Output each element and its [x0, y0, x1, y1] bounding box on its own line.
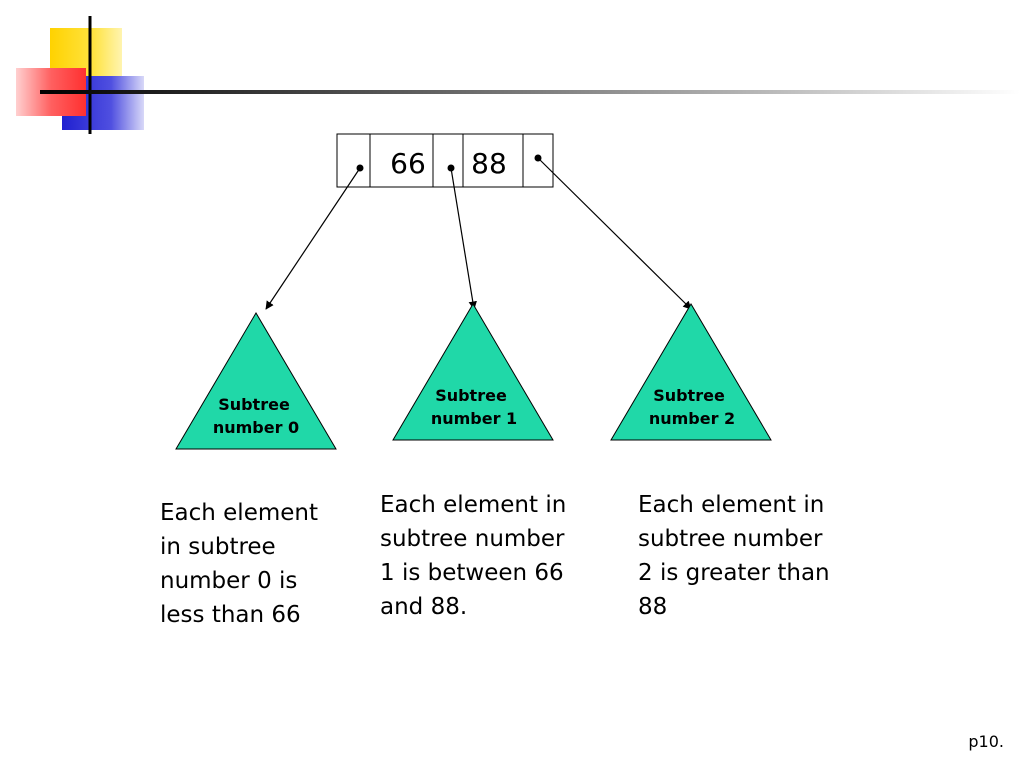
decorative-corner-logo [16, 16, 1020, 134]
subtree-1-label-line1: Subtree [435, 386, 507, 405]
pointer-arrows [265, 157, 692, 310]
arrow-to-subtree-2 [537, 157, 692, 310]
subtree-1-description: Each element in subtree number 1 is betw… [380, 492, 567, 620]
arrow-to-subtree-0 [265, 167, 361, 310]
page-number: p10. [968, 732, 1004, 751]
subtree-0-description: Each element in subtree number 0 is less… [160, 500, 319, 628]
subtree-0-label-line2: number 0 [213, 418, 299, 437]
deco-horizontal-line [40, 90, 1020, 94]
subtree-triangle [610, 303, 772, 441]
subtree-2-label-line1: Subtree [653, 386, 725, 405]
subtree-1: Subtree number 1 [392, 303, 554, 441]
btree-node: 66 88 [336, 133, 554, 188]
subtree-2: Subtree number 2 [610, 303, 772, 441]
node-box [336, 133, 554, 188]
subtree-0-label-line1: Subtree [218, 395, 290, 414]
subtree-1-label-line2: number 1 [431, 409, 517, 428]
subtree-0: Subtree number 0 [175, 312, 337, 450]
arrow-to-subtree-1 [450, 167, 477, 310]
node-key-88: 88 [471, 147, 507, 180]
subtree-triangle [392, 303, 554, 441]
subtree-2-label-line2: number 2 [649, 409, 735, 428]
node-key-66: 66 [390, 147, 426, 180]
subtree-triangle [175, 312, 337, 450]
subtree-2-description: Each element in subtree number 2 is grea… [638, 492, 830, 620]
